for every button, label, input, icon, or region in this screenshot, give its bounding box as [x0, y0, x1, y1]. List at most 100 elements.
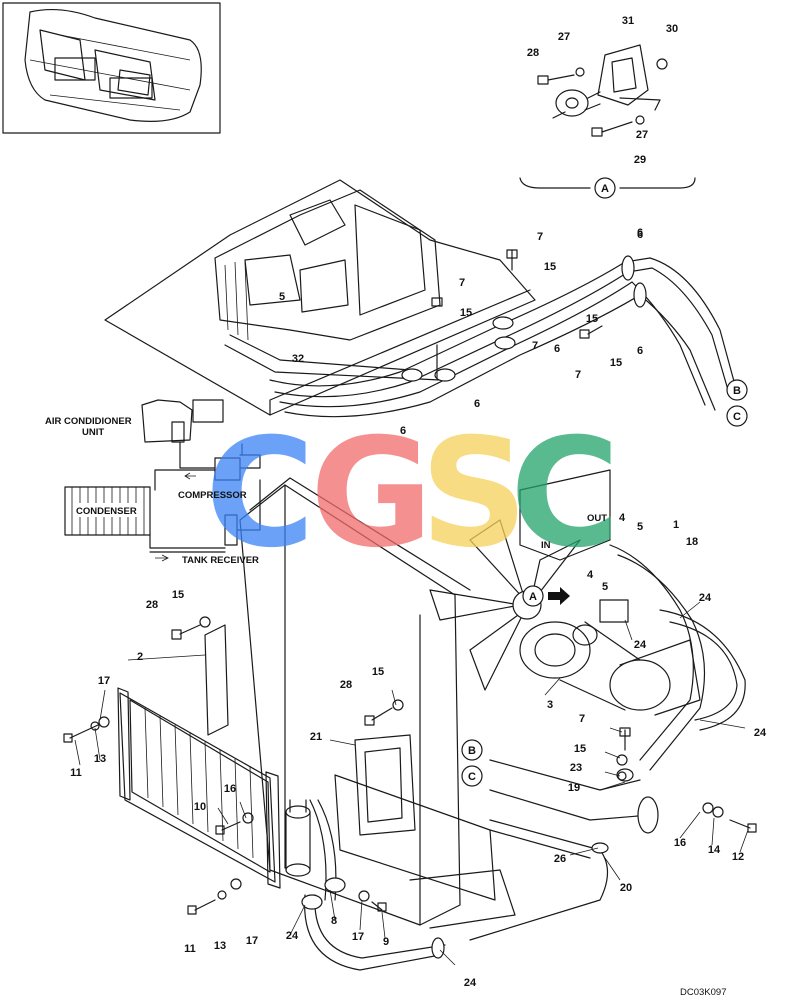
svg-text:A: A: [529, 591, 537, 603]
part-number-lower-17: 20: [620, 882, 632, 894]
out-label: OUT: [587, 513, 607, 524]
part-number-lower-1: 11: [70, 767, 82, 779]
part-number-lower-7: 15: [574, 743, 586, 755]
part-number-upper-6: 5: [279, 291, 285, 303]
watermark-letter-g: G: [310, 407, 433, 581]
svg-text:B: B: [468, 745, 476, 757]
compressor-label: COMPRESSOR: [178, 490, 247, 501]
cab-floor-ac-unit: [104, 179, 536, 416]
detail-a-callout: A: [594, 177, 616, 199]
engine-fan: [429, 469, 701, 716]
ac-unit-label-line1: AIR CONDIDIONER: [45, 416, 132, 427]
part-number-mid-8: 3: [547, 699, 553, 711]
part-number-upper-12: 6: [474, 398, 480, 410]
ac-unit-label-line2: UNIT: [82, 427, 104, 438]
part-number-upper-1: 6: [637, 229, 643, 241]
part-number-mid-9: 28: [146, 599, 158, 611]
part-number-detail-2: 31: [622, 15, 634, 27]
part-number-detail-5: 29: [634, 154, 646, 166]
part-number-lower-5: 21: [310, 731, 322, 743]
part-number-mid-2: 1: [673, 519, 679, 531]
part-number-mid-11: 2: [137, 651, 143, 663]
part-number-detail-4: 27: [636, 129, 648, 141]
watermark-letter-c2: C: [510, 407, 620, 581]
callout-a-label: A: [601, 183, 609, 195]
part-number-lower-15: 12: [732, 851, 744, 863]
lower-hose-bundle: [301, 544, 746, 971]
part-number-lower-3: 28: [340, 679, 352, 691]
part-number-upper-15: 6: [637, 227, 643, 239]
part-number-lower-25: 24: [464, 977, 477, 989]
condenser-label: CONDENSER: [76, 506, 137, 517]
part-number-lower-21: 24: [286, 930, 299, 942]
part-numbers-detail: 28 27 31 30 27 29: [527, 15, 678, 166]
drawing-code: DC03K097: [680, 987, 726, 998]
watermark-letter-s: S: [420, 407, 528, 581]
part-number-upper-7: 32: [292, 353, 304, 365]
part-number-upper-13: 7: [532, 340, 538, 352]
part-number-detail-3: 30: [666, 23, 678, 35]
part-number-lower-12: 16: [224, 783, 236, 795]
part-number-mid-0: 4: [619, 512, 626, 524]
part-number-lower-24: 9: [383, 936, 389, 948]
part-number-lower-9: 19: [568, 782, 580, 794]
part-numbers-lower: 17 11 13 28 15 21 7 15 23 19 24 10 16 16 14 12 26 20 11 13 1…: [70, 666, 767, 989]
receiver-tank: [285, 799, 311, 877]
part-number-mid-3: 18: [686, 536, 698, 548]
callout-c-lower: C: [461, 765, 483, 787]
part-number-upper-11: 6: [400, 425, 406, 437]
in-label: IN: [541, 540, 551, 551]
part-number-upper-0: 7: [537, 231, 543, 243]
tank-receiver-label: TANK RECEIVER: [182, 555, 259, 566]
part-number-lower-20: 17: [246, 935, 258, 947]
part-number-mid-7: 24: [634, 639, 647, 651]
part-number-lower-11: 10: [194, 801, 206, 813]
callout-a-lower: A: [522, 585, 570, 607]
upper-hose-bundle: [269, 249, 736, 418]
part-number-upper-4: 15: [460, 307, 472, 319]
part-number-lower-0: 17: [98, 675, 110, 687]
part-number-upper-10: 6: [637, 345, 643, 357]
part-number-upper-2: 15: [544, 261, 556, 273]
part-number-upper-8: 7: [575, 369, 581, 381]
svg-text:B: B: [733, 385, 741, 397]
part-number-lower-18: 11: [184, 943, 196, 955]
part-number-lower-10: 24: [754, 727, 767, 739]
part-number-lower-19: 13: [214, 940, 226, 952]
part-number-mid-6: 24: [699, 592, 712, 604]
part-number-upper-14: 15: [586, 313, 598, 325]
part-number-mid-5: 5: [602, 581, 608, 593]
part-number-mid-4: 4: [587, 569, 594, 581]
part-number-lower-23: 17: [352, 931, 364, 943]
part-number-lower-16: 26: [554, 853, 566, 865]
watermark-letter-c1: C: [205, 407, 315, 581]
part-number-lower-6: 7: [579, 713, 585, 725]
part-number-mid-10: 15: [172, 589, 184, 601]
part-number-lower-2: 13: [94, 753, 106, 765]
part-number-detail-0: 28: [527, 47, 539, 59]
machine-thumbnail: [2, 2, 221, 134]
condenser-assembly: [117, 624, 281, 889]
cgsc-watermark: C G S C: [205, 407, 620, 581]
part-number-detail-1: 27: [558, 31, 570, 43]
svg-text:C: C: [468, 771, 476, 783]
part-number-upper-9: 15: [610, 357, 622, 369]
part-number-lower-14: 14: [708, 844, 721, 856]
callout-c-upper: C: [726, 405, 748, 427]
part-number-upper-3: 7: [459, 277, 465, 289]
fasteners-lower: [63, 616, 757, 915]
part-number-lower-22: 8: [331, 915, 337, 927]
leader-lines: [74, 601, 749, 966]
callout-b-lower: B: [461, 739, 483, 761]
part-number-mid-1: 5: [637, 521, 643, 533]
part-number-lower-8: 23: [570, 762, 582, 774]
refrigerant-schematic: [64, 399, 261, 562]
detail-a-assembly: [519, 44, 696, 189]
part-number-lower-13: 16: [674, 837, 686, 849]
svg-text:C: C: [733, 411, 741, 423]
part-number-lower-4: 15: [372, 666, 384, 678]
callout-b-upper: B: [726, 379, 748, 401]
